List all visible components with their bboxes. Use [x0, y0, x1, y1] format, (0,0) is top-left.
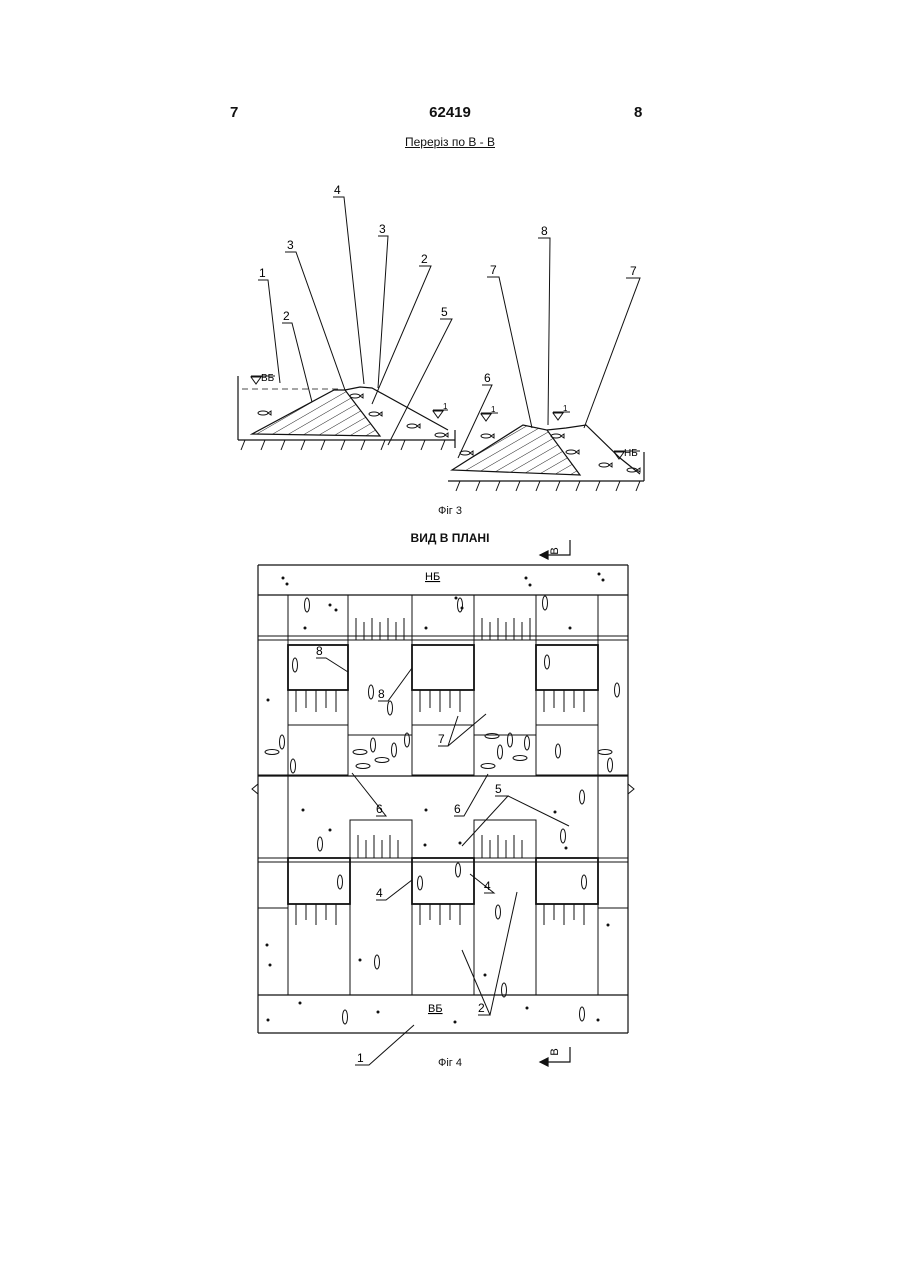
lower-gate-teeth: [296, 835, 584, 925]
right-wall-break: [628, 784, 634, 794]
fish-icon: [265, 596, 620, 1024]
callout-6: 6: [454, 802, 461, 816]
left-wall-break: [252, 784, 258, 794]
section-mark-bottom: В: [549, 1048, 561, 1055]
callout-2: 2: [478, 1001, 485, 1015]
callout-4: 4: [484, 879, 491, 893]
plan-outline: [258, 565, 628, 1033]
upper-gate-teeth: [296, 618, 584, 712]
section-mark-top: В: [549, 547, 561, 554]
lower-pool-label: НБ: [425, 571, 440, 583]
callout-8: 8: [378, 687, 385, 701]
callout-5: 5: [495, 782, 502, 796]
figure-4-caption: Фіг 4: [0, 1057, 900, 1069]
callout-8: 8: [316, 644, 323, 658]
upper-pool-label: ВБ: [428, 1003, 443, 1015]
callout-6: 6: [376, 802, 383, 816]
callout-4: 4: [376, 886, 383, 900]
upper-gate-row: [258, 595, 628, 775]
lower-gate-row: [258, 776, 628, 995]
callout-7: 7: [438, 732, 445, 746]
